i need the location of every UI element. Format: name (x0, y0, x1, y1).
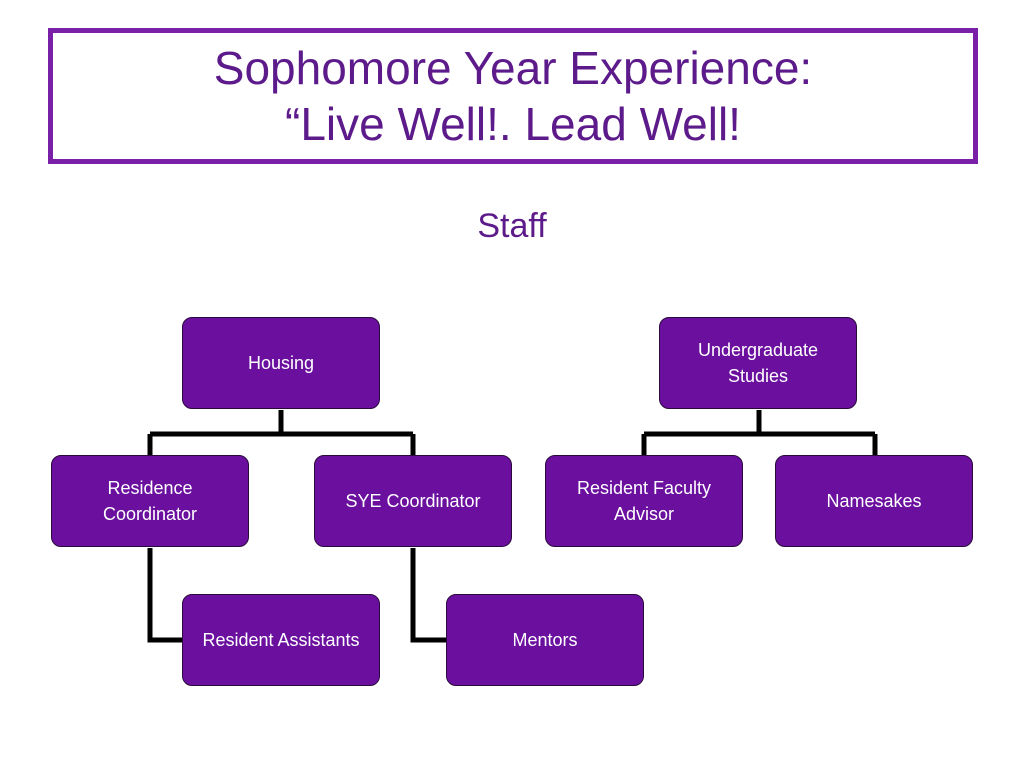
node-mentors-label: Mentors (512, 630, 578, 650)
title-line-2: “Live Well!. Lead Well! (285, 98, 741, 150)
node-resident-faculty-advisor-label: Resident Faculty Advisor (576, 478, 712, 524)
node-resident-assistants-label: Resident Assistants (202, 630, 360, 650)
connector-ugs-to-children (641, 410, 878, 456)
node-residence-coordinator: Residence Coordinator (51, 455, 249, 547)
node-undergraduate-studies: Undergraduate Studies (659, 317, 857, 409)
connector-rc-to-resident-assistants (147, 548, 183, 643)
subtitle: Staff (477, 207, 547, 245)
node-namesakes-label: Namesakes (826, 491, 922, 511)
node-resident-faculty-advisor: Resident Faculty Advisor (545, 455, 743, 547)
node-housing: Housing (182, 317, 380, 409)
node-sye-coordinator: SYE Coordinator (314, 455, 512, 547)
node-mentors: Mentors (446, 594, 644, 686)
node-resident-assistants: Resident Assistants (182, 594, 380, 686)
node-residence-coordinator-label: Residence Coordinator (102, 478, 198, 524)
node-housing-label: Housing (247, 353, 315, 373)
connector-sye-to-mentors (410, 548, 446, 643)
title-line-1: Sophomore Year Experience: (213, 42, 813, 94)
title-frame: Sophomore Year Experience: “Live Well!. … (48, 28, 978, 164)
node-undergraduate-studies-label: Undergraduate Studies (697, 340, 819, 386)
node-namesakes: Namesakes (775, 455, 973, 547)
connector-housing-to-coordinators (147, 410, 416, 456)
node-sye-coordinator-label: SYE Coordinator (345, 491, 481, 511)
